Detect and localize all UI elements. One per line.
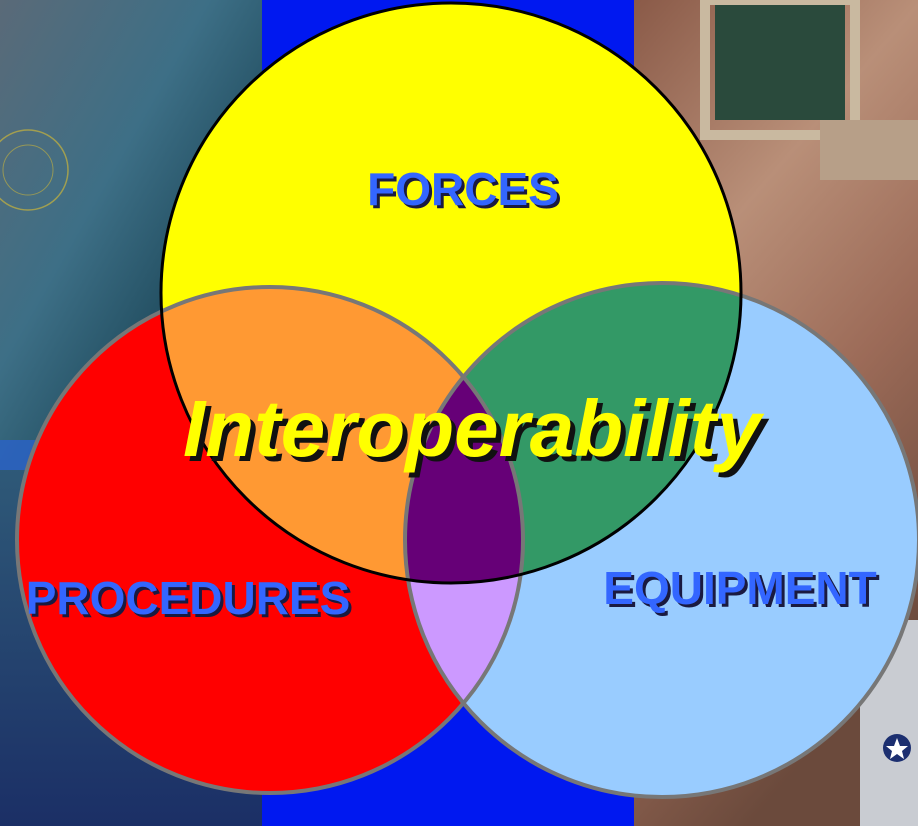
equipment-label-shadow: EQUIPMENT (606, 565, 879, 617)
monitor-bezel (700, 0, 860, 140)
procedures-outline (15, 285, 525, 795)
procedures-label-shadow: PROCEDURES (29, 575, 354, 627)
diagram-title-shadow: Interoperability (188, 389, 769, 478)
forces-outline (159, 1, 743, 585)
diagram-title: Interoperability (183, 384, 764, 473)
outlines (15, 1, 918, 799)
equipment-outline (403, 281, 918, 799)
labels: FORCES FORCES PROCEDURES PROCEDURES EQUI… (26, 163, 880, 627)
monitor-screen (715, 0, 845, 120)
procedures-label: PROCEDURES (26, 572, 351, 624)
radar-scope (0, 129, 69, 211)
forces-label: FORCES (367, 163, 559, 215)
equipment-label: EQUIPMENT (603, 562, 876, 614)
star-icon (886, 738, 908, 759)
monitor-panel (820, 120, 918, 180)
radar-scope-inner (2, 144, 54, 196)
forces-label-shadow: FORCES (370, 166, 562, 218)
